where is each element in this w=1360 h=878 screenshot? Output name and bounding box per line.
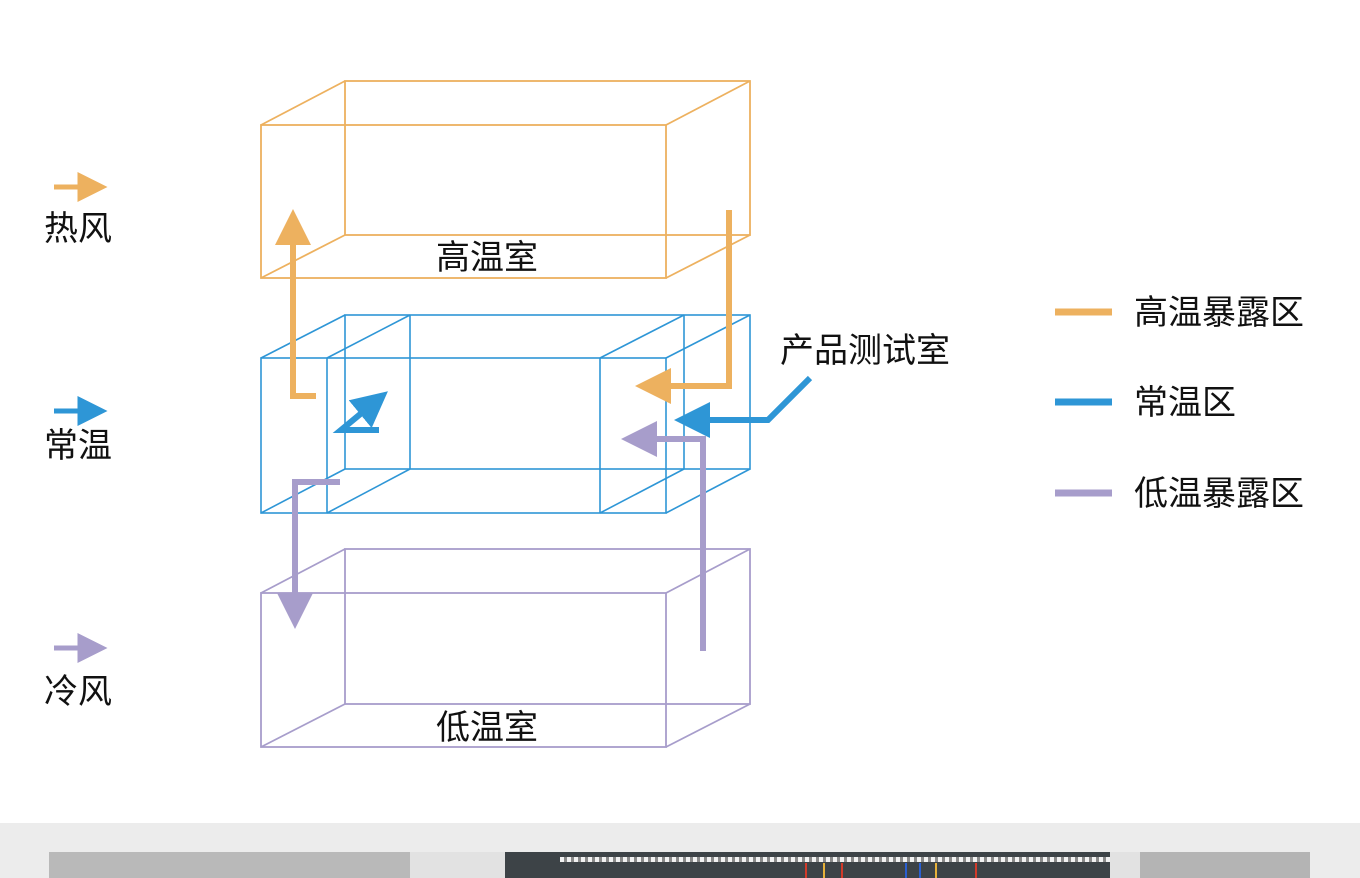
test-chamber xyxy=(260,314,751,514)
photo-right-panel xyxy=(1140,852,1310,878)
wire-yellow xyxy=(823,863,825,878)
wire-red xyxy=(841,863,843,878)
photo-left-panel xyxy=(49,852,410,878)
high-temp-chamber-label: 高温室 xyxy=(436,238,538,278)
cold-air-down-arrow xyxy=(277,479,340,629)
low-temp-zone-label: 低温暴露区 xyxy=(1134,474,1304,514)
high-temp-zone-label: 高温暴露区 xyxy=(1134,293,1304,333)
hot-air-label: 热风 xyxy=(44,209,112,249)
hot-air-down-arrow xyxy=(635,210,732,404)
wire-blue xyxy=(919,863,921,878)
test-chamber-pointer-arrow xyxy=(674,375,813,438)
high-temp-chamber xyxy=(260,80,751,279)
equipment-cabinet xyxy=(505,852,1110,878)
normal-air-diagonal-arrow xyxy=(332,391,388,433)
equipment-photo xyxy=(410,852,1140,878)
right-legend: 高温暴露区 常温区 低温暴露区 xyxy=(1055,293,1304,514)
low-temp-chamber-label: 低温室 xyxy=(436,708,538,748)
wire-red xyxy=(975,863,977,878)
normal-temp-zone-label: 常温区 xyxy=(1134,383,1236,423)
normal-temp-label: 常温 xyxy=(44,426,112,466)
hot-air-up-arrow xyxy=(275,209,316,399)
test-chamber-label: 产品测试室 xyxy=(780,331,950,371)
wire-red xyxy=(805,863,807,878)
wire-blue xyxy=(905,863,907,878)
equipment-photo-strip xyxy=(0,823,1360,878)
wire-yellow xyxy=(935,863,937,878)
cable-tray xyxy=(560,857,1110,862)
cold-air-up-arrow xyxy=(621,421,706,651)
left-legend: 热风 常温 冷风 xyxy=(44,172,112,712)
cold-air-label: 冷风 xyxy=(44,672,112,712)
low-temp-chamber xyxy=(260,548,751,748)
